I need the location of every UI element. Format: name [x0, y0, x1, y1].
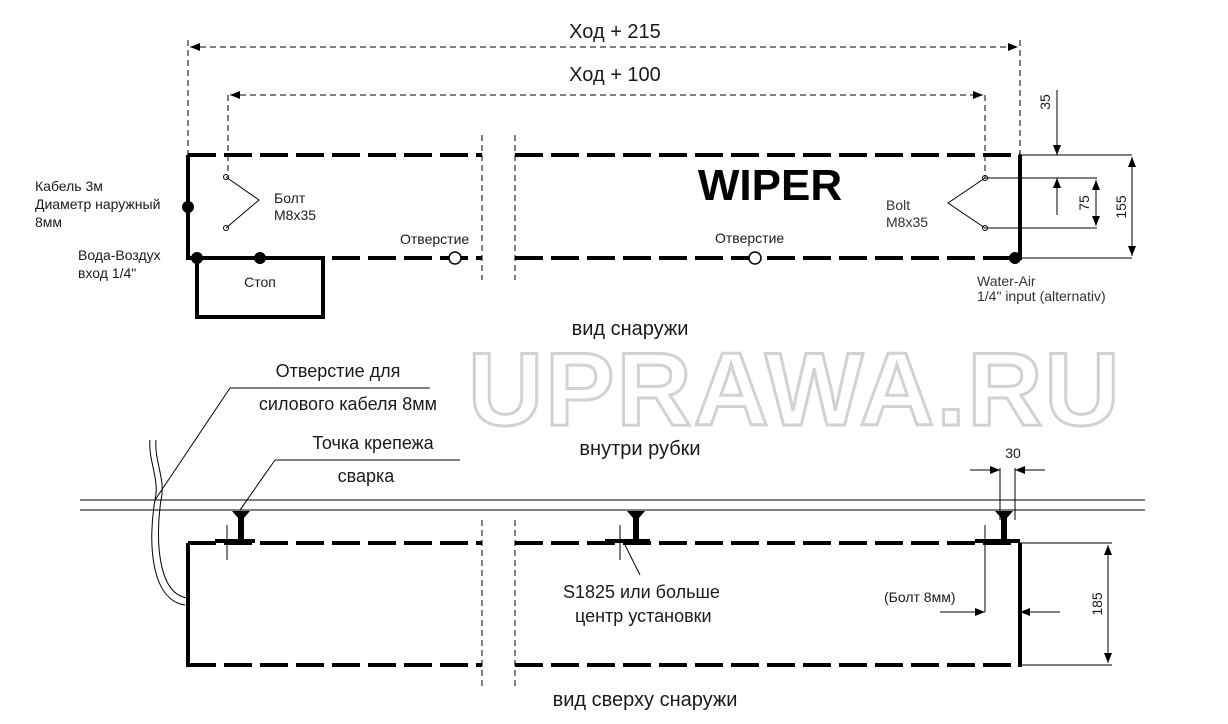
cable-label: 8мм	[35, 214, 62, 230]
cable-hole-label: силового кабеля 8мм	[259, 394, 437, 414]
water-air-alt-label: 1/4" input (alternativ)	[977, 288, 1106, 304]
dimension-label: Ход + 100	[569, 64, 661, 86]
dim-185: 185	[1089, 592, 1105, 616]
watermark: UPRAWA.RU	[468, 332, 1122, 448]
mount-point-label: сварка	[338, 466, 396, 486]
weld-mount-point	[975, 511, 1020, 612]
dim-30: 30	[1005, 445, 1021, 461]
top-view-caption: вид сверху снаружи	[553, 689, 738, 711]
cable-hole-label: Отверстие для	[276, 361, 401, 381]
hole-label: Отверстие	[400, 231, 469, 247]
weld-mount-point	[215, 511, 255, 560]
dim-155: 155	[1113, 195, 1129, 219]
cable-label: Кабель 3м	[35, 178, 103, 194]
water-air-label: вход 1/4"	[78, 265, 136, 281]
weld-mount-point	[605, 511, 650, 560]
product-title: WIPER	[698, 161, 842, 210]
dim-75: 75	[1076, 195, 1092, 211]
side-view-caption: вид снаружи	[572, 318, 689, 340]
mount-point-label: Точка крепежа	[312, 433, 434, 453]
dimension-label: Ход + 215	[569, 21, 661, 43]
cable-label: Диаметр наружный	[35, 196, 160, 212]
alt-inlet-dot	[1009, 252, 1021, 264]
bolt-8mm-label: (Болт 8мм)	[884, 589, 956, 605]
bolt-label: M8x35	[886, 214, 928, 230]
water-air-inlet-dot	[191, 252, 203, 264]
center-label: S1825 или больше	[563, 582, 720, 602]
bolt-left-symbol	[225, 176, 260, 229]
stop-dot	[254, 252, 266, 264]
bolt-label: Bolt	[886, 197, 910, 213]
right-dimensions: 35 75 155	[985, 90, 1136, 259]
stop-label: Стоп	[244, 274, 276, 290]
bolt-label: Болт	[274, 190, 306, 206]
hole-label: Отверстие	[715, 230, 784, 246]
dim-35: 35	[1037, 94, 1053, 110]
top-view	[80, 387, 1145, 690]
dimension-travel-100: Ход + 100	[227, 64, 986, 178]
bolt-label: M8x35	[274, 207, 316, 223]
inside-wheelhouse-label: внутри рубки	[579, 438, 700, 460]
hole-marker	[448, 251, 462, 265]
cable-entry-dot	[182, 201, 194, 213]
dimension-travel-215: Ход + 215	[187, 21, 1021, 155]
center-label: центр установки	[575, 606, 712, 626]
water-air-label: Вода-Воздух	[78, 247, 161, 263]
side-view-body	[182, 135, 1022, 319]
hole-marker	[748, 251, 762, 265]
power-cable	[149, 439, 186, 606]
bolt-right-symbol	[947, 177, 986, 229]
water-air-alt-label: Water-Air	[977, 273, 1036, 289]
